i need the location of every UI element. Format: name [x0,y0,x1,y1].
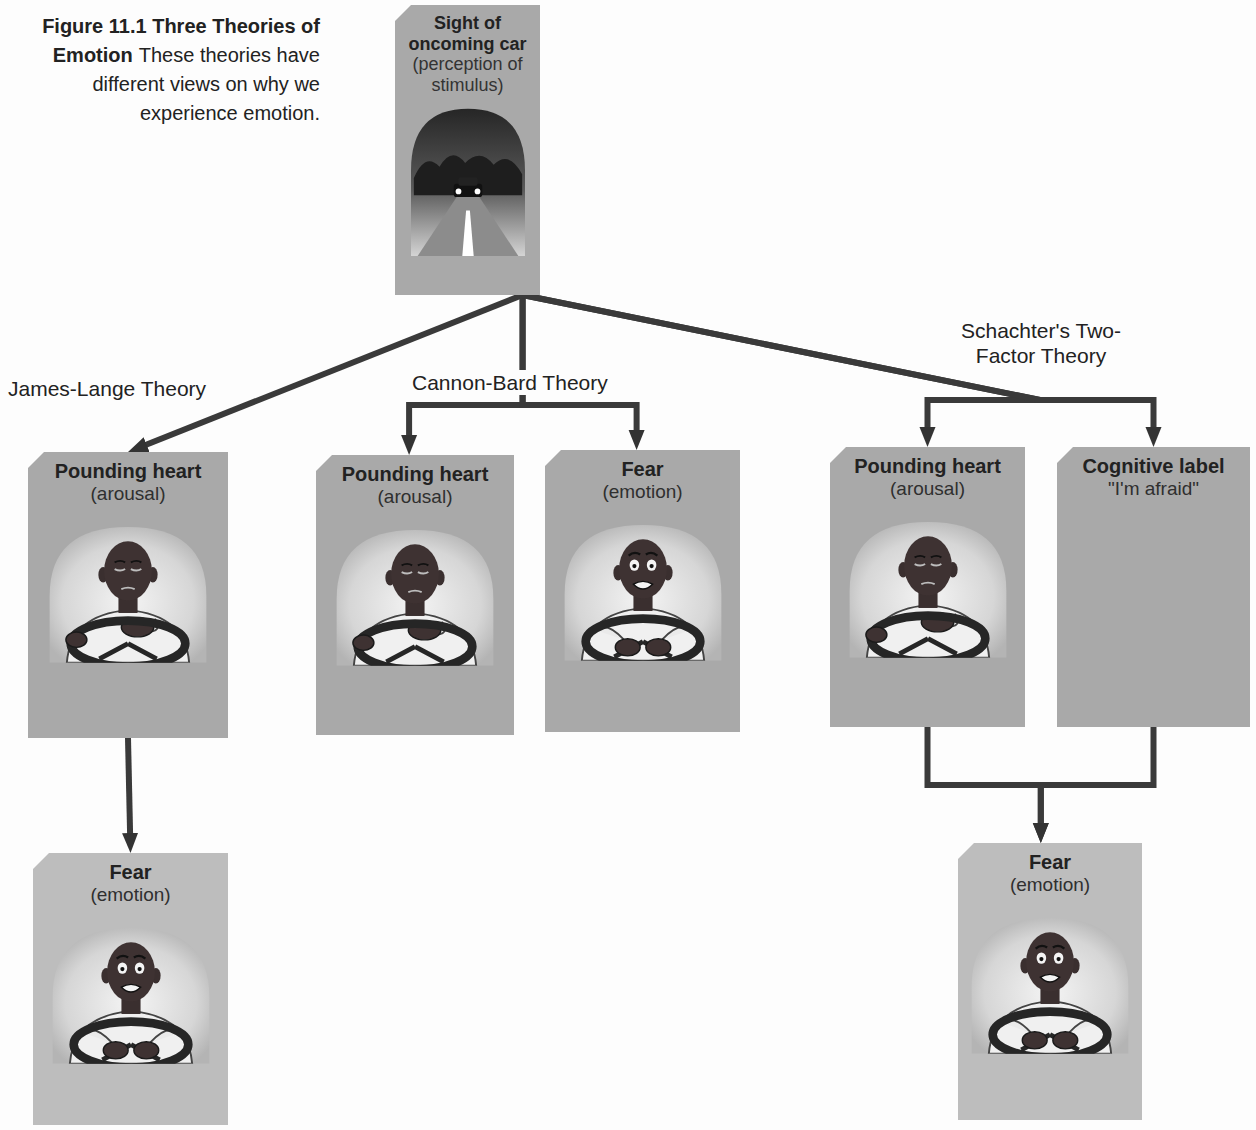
theory-box: Pounding heart(arousal) [316,455,514,735]
box-heading: Cognitive label [1061,455,1246,478]
theory-box: Cognitive label"I'm afraid" [1057,447,1250,727]
theory-box: Pounding heart(arousal) [830,447,1025,727]
theory-box: Pounding heart(arousal) [28,452,228,738]
theory-label: Cannon-Bard Theory [408,370,612,395]
figure-caption: Figure 11.1 Three Theories of EmotionThe… [8,12,320,128]
driver-illustration [964,904,1136,1060]
box-subtext: (emotion) [37,884,224,906]
box-subtext: (arousal) [32,483,224,505]
box-heading: Fear [962,851,1138,874]
box-subtext: (emotion) [962,874,1138,896]
driver-illustration [557,511,729,667]
theory-box: Fear(emotion) [545,450,740,732]
driver-illustration [45,914,217,1070]
box-heading: Pounding heart [834,455,1021,478]
box-subtext: (arousal) [834,478,1021,500]
box-subtext: (perception of stimulus) [399,54,536,95]
box-heading: Fear [549,458,736,481]
driver-illustration [329,516,501,672]
box-heading: Pounding heart [320,463,510,486]
box-subtext: "I'm afraid" [1061,478,1246,500]
box-subtext: (arousal) [320,486,510,508]
driver-illustration [842,508,1014,664]
box-heading: Fear [37,861,224,884]
flow-arrow [523,295,1154,437]
theory-box: Fear(emotion) [33,853,228,1125]
flow-arrow [128,738,130,843]
theory-box: Fear(emotion) [958,843,1142,1120]
road-illustration [406,104,530,256]
driver-illustration [42,513,214,669]
box-heading: Sight of oncoming car [399,13,536,54]
box-heading: Pounding heart [32,460,224,483]
flow-arrow [928,727,1041,833]
theory-label: James-Lange Theory [4,376,210,401]
box-subtext: (emotion) [549,481,736,503]
flow-arrow [1041,727,1154,833]
theory-label: Schachter's Two-Factor Theory [930,318,1152,368]
theory-box: Sight of oncoming car(perception of stim… [395,5,540,295]
